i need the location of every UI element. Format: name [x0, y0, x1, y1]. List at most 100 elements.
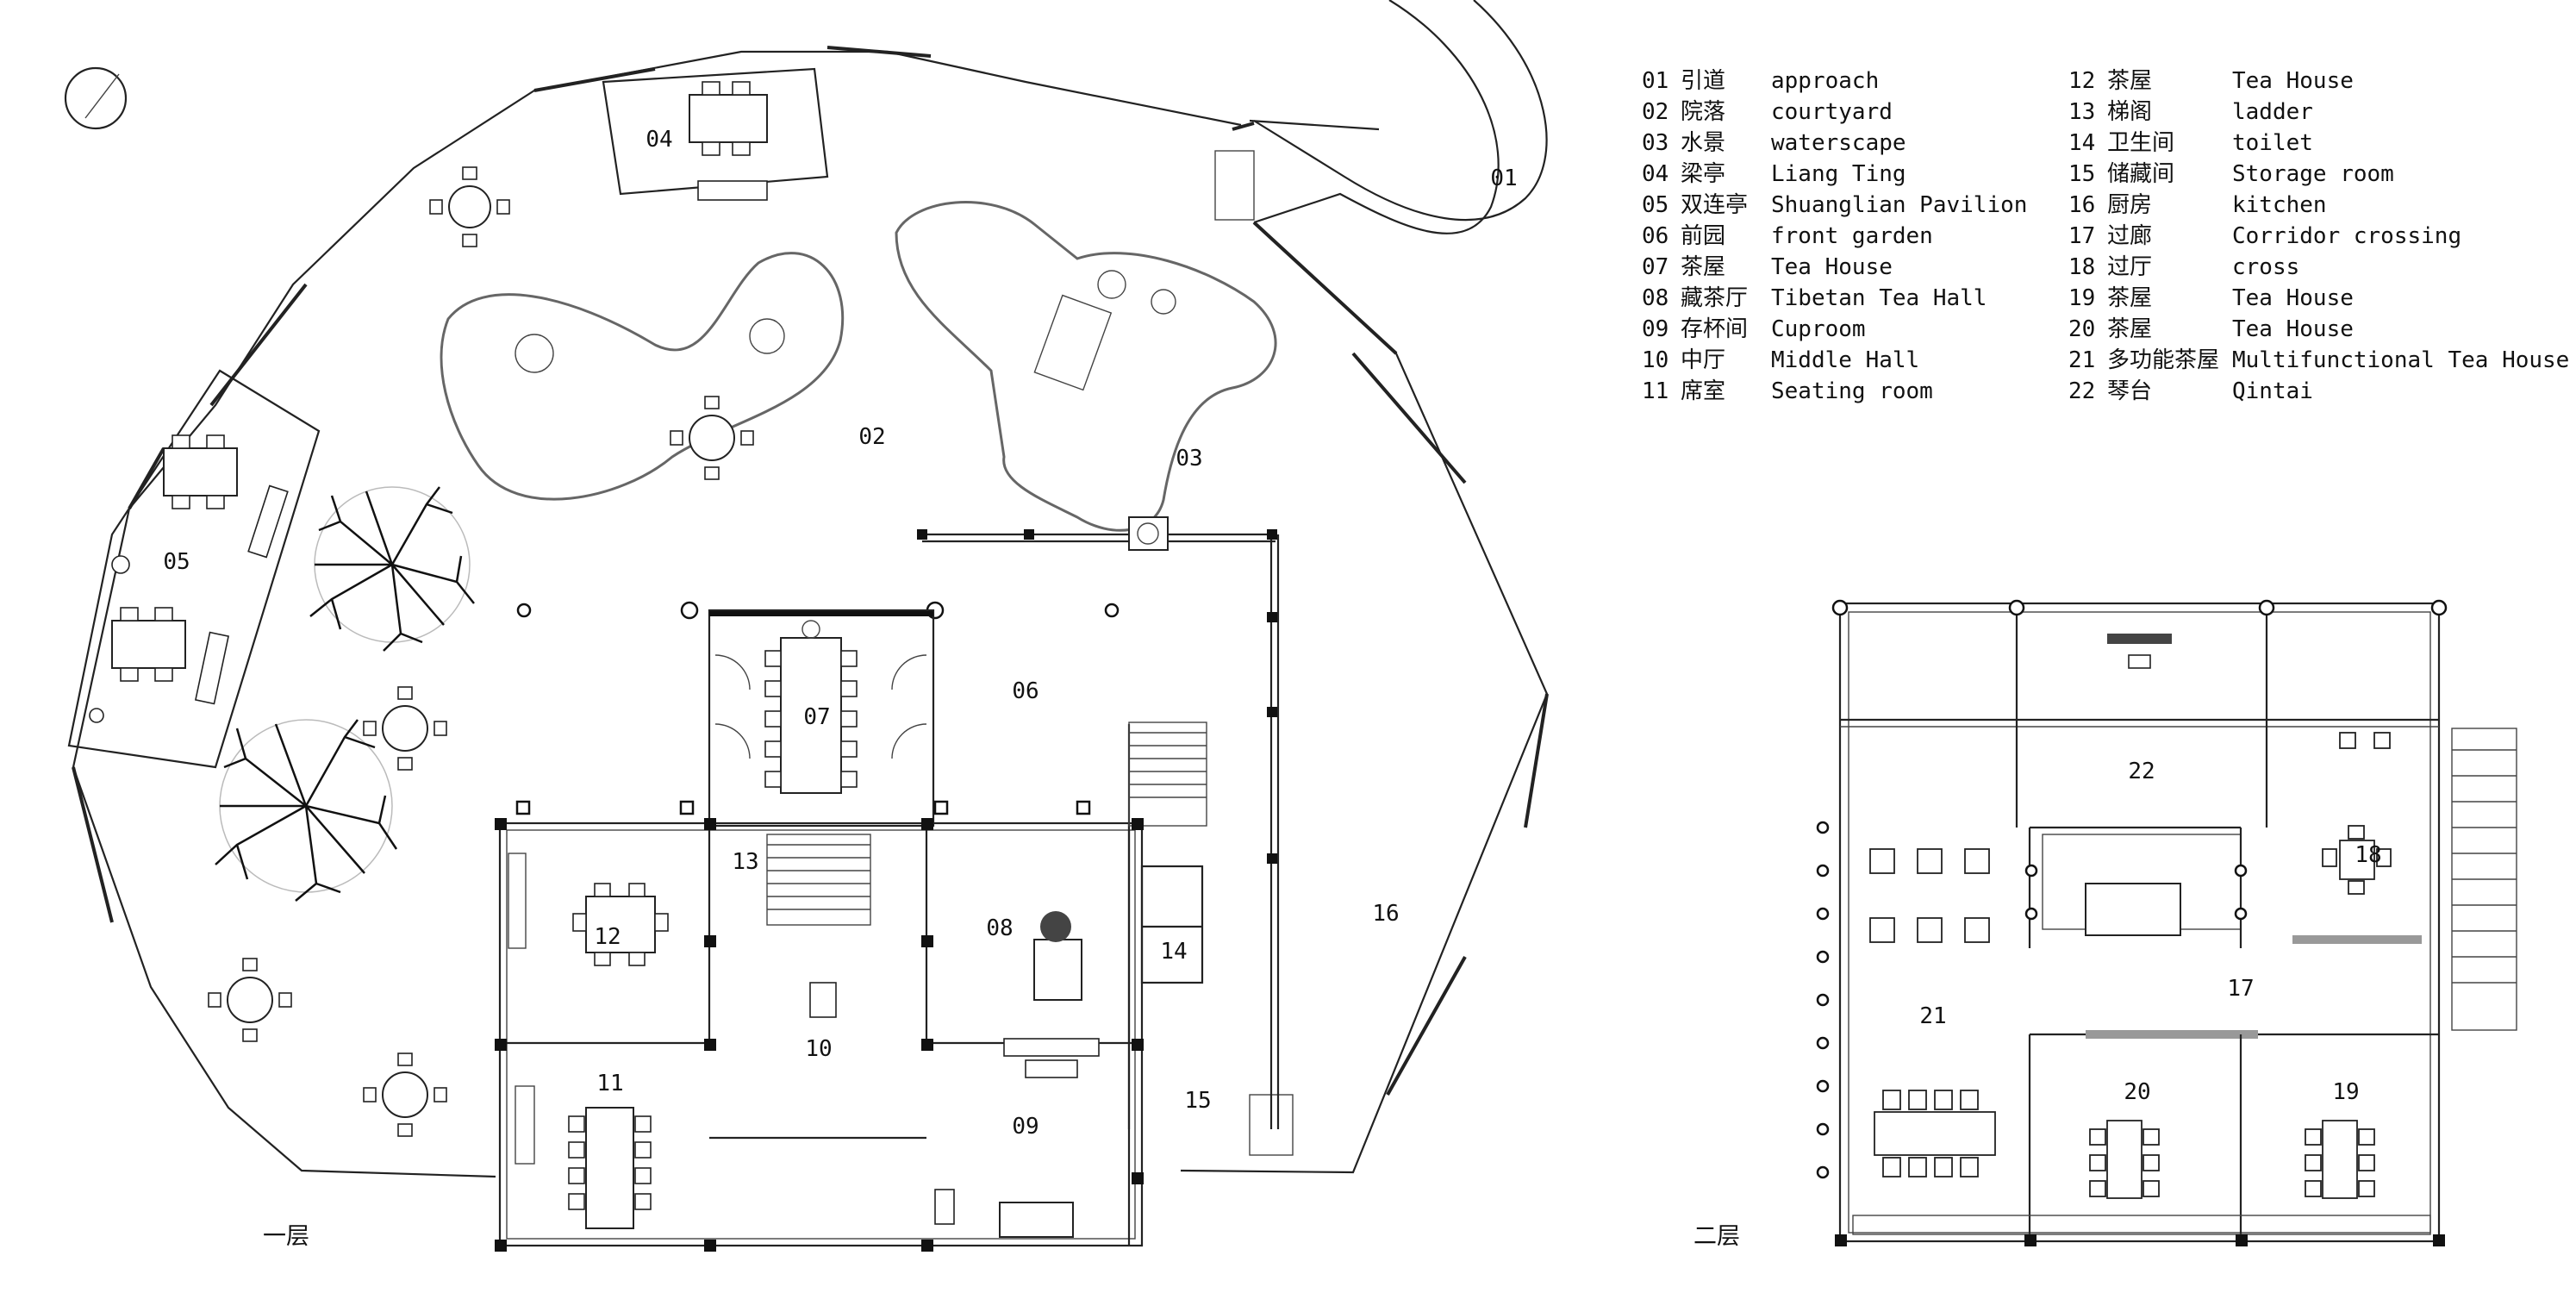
svg-text:Liang Ting: Liang Ting: [1771, 161, 1906, 187]
legend-item: 10 中厅 Middle Hall: [1642, 347, 1919, 373]
room-label-12: 12: [594, 924, 621, 950]
svg-text:toilet: toilet: [2232, 130, 2313, 156]
room-label-15: 15: [1184, 1088, 1211, 1114]
svg-text:22: 22: [2068, 378, 2095, 404]
room-label-08: 08: [986, 915, 1013, 941]
svg-text:Seating room: Seating room: [1771, 378, 1933, 404]
north-arrow-icon: [64, 66, 128, 130]
svg-text:Cuproom: Cuproom: [1771, 316, 1866, 342]
svg-text:茶屋: 茶屋: [1681, 254, 1725, 280]
svg-text:前园: 前园: [1681, 223, 1725, 249]
liang-ting-pavilion: [602, 67, 829, 201]
upper-floor-label: 二层: [1693, 1223, 1740, 1250]
svg-text:Tibetan Tea Hall: Tibetan Tea Hall: [1771, 285, 1987, 311]
legend-item: 13 梯阁 ladder: [2068, 99, 2313, 125]
shuanglian-pavilion: [67, 369, 321, 769]
room-label-10: 10: [805, 1036, 832, 1062]
svg-text:15: 15: [2068, 161, 2095, 187]
svg-text:过厅: 过厅: [2107, 254, 2152, 280]
room-label-17: 17: [2227, 976, 2254, 1002]
svg-text:14: 14: [2068, 130, 2095, 156]
courtyard-ponds: [440, 201, 1277, 532]
stair-13: [766, 834, 871, 926]
svg-text:18: 18: [2068, 254, 2095, 280]
trees: [215, 486, 475, 902]
legend-item: 14 卫生间 toilet: [2068, 130, 2313, 156]
svg-text:ladder: ladder: [2232, 99, 2313, 125]
svg-text:Tea House: Tea House: [2232, 68, 2354, 94]
svg-text:kitchen: kitchen: [2232, 192, 2327, 218]
room-label-03: 03: [1176, 446, 1202, 472]
room-label-05: 05: [163, 549, 190, 575]
approach-path: [1253, 0, 1500, 234]
svg-text:过廊: 过廊: [2107, 223, 2152, 249]
svg-text:10: 10: [1642, 347, 1668, 373]
svg-text:引道: 引道: [1681, 68, 1725, 94]
svg-text:11: 11: [1642, 378, 1668, 404]
svg-text:院落: 院落: [1681, 99, 1725, 125]
svg-text:Middle Hall: Middle Hall: [1771, 347, 1919, 373]
svg-text:Corridor crossing: Corridor crossing: [2232, 223, 2461, 249]
svg-text:茶屋: 茶屋: [2107, 316, 2152, 342]
svg-text:存杯间: 存杯间: [1681, 316, 1748, 342]
room-label-22: 22: [2128, 759, 2155, 784]
room-label-01: 01: [1490, 166, 1517, 191]
svg-text:梁亭: 梁亭: [1681, 161, 1725, 187]
site-boundary: [72, 46, 1549, 1178]
svg-text:Multifunctional Tea House: Multifunctional Tea House: [2232, 347, 2569, 373]
svg-text:17: 17: [2068, 223, 2095, 249]
legend-item: 07 茶屋 Tea House: [1642, 254, 1893, 280]
svg-text:12: 12: [2068, 68, 2095, 94]
svg-text:卫生间: 卫生间: [2107, 130, 2174, 156]
legend-item: 17 过廊 Corridor crossing: [2068, 223, 2461, 249]
room-label-11: 11: [596, 1071, 623, 1096]
front-garden-walls: [516, 516, 1280, 1129]
legend-item: 21 多功能茶屋 Multifunctional Tea House: [2068, 347, 2569, 373]
legend-item: 01 引道 approach: [1642, 68, 1879, 94]
upper-room-labels: 17 18 19 20 21 22: [1919, 759, 2381, 1105]
svg-text:06: 06: [1642, 223, 1668, 249]
svg-text:梯阁: 梯阁: [2107, 99, 2152, 125]
ground-floor-plan: 01 02 03 04 05 06 07 08 09 10 11 12 13 1…: [67, 0, 1549, 1252]
svg-text:05: 05: [1642, 192, 1668, 218]
svg-text:Tea House: Tea House: [1771, 254, 1893, 280]
svg-text:中厅: 中厅: [1681, 347, 1725, 373]
svg-text:多功能茶屋: 多功能茶屋: [2107, 347, 2219, 373]
svg-text:21: 21: [2068, 347, 2095, 373]
svg-text:Shuanglian Pavilion: Shuanglian Pavilion: [1771, 192, 2027, 218]
svg-text:16: 16: [2068, 192, 2095, 218]
svg-text:approach: approach: [1771, 68, 1879, 94]
room-label-14: 14: [1160, 939, 1187, 965]
legend-item: 04 梁亭 Liang Ting: [1642, 161, 1906, 187]
svg-text:Tea House: Tea House: [2232, 316, 2354, 342]
room-label-19: 19: [2332, 1079, 2359, 1105]
svg-text:01: 01: [1642, 68, 1668, 94]
svg-text:Storage room: Storage room: [2232, 161, 2394, 187]
room-label-13: 13: [732, 849, 758, 875]
svg-text:13: 13: [2068, 99, 2095, 125]
svg-text:07: 07: [1642, 254, 1668, 280]
room-label-20: 20: [2124, 1079, 2150, 1105]
room-label-18: 18: [2355, 842, 2381, 868]
svg-text:储藏间: 储藏间: [2107, 161, 2174, 187]
svg-text:08: 08: [1642, 285, 1668, 311]
svg-text:04: 04: [1642, 161, 1668, 187]
upper-floor-plan: 17 18 19 20 21 22 二层: [1693, 599, 2517, 1250]
stair-external: [1128, 721, 1207, 827]
room-label-02: 02: [858, 424, 885, 450]
upper-external-stair: [2451, 728, 2517, 1031]
svg-text:02: 02: [1642, 99, 1668, 125]
svg-text:19: 19: [2068, 285, 2095, 311]
